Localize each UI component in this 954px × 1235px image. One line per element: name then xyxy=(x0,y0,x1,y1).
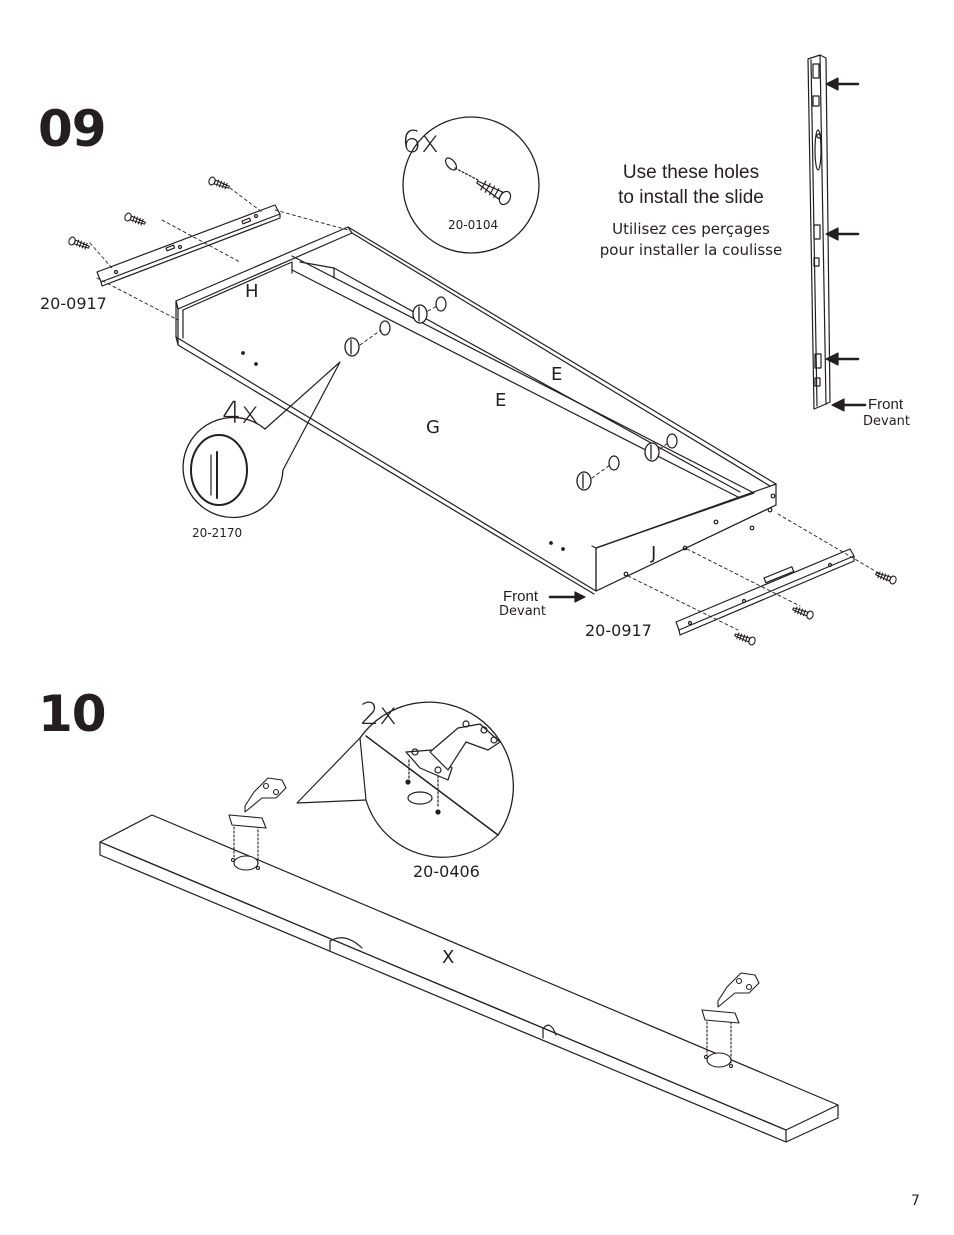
left-slide-drawing xyxy=(96,204,281,287)
note-fr-line2: pour installer la coulisse xyxy=(599,241,783,259)
panel-label-j: J xyxy=(651,543,657,564)
panel-label-e-lower: E xyxy=(495,390,507,411)
rail-diagram xyxy=(807,54,831,410)
cam-part-number: 20-2170 xyxy=(192,526,243,540)
cam-callout xyxy=(182,361,341,519)
rail-arrows xyxy=(825,77,867,412)
hinge-right xyxy=(701,972,760,1069)
panel-label-e-upper: E xyxy=(551,364,563,385)
screw-quantity: 6x xyxy=(402,125,439,160)
cam-quantity: 4x xyxy=(222,396,259,431)
panel-label-g: G xyxy=(426,417,440,438)
front-arrow-09 xyxy=(548,591,586,603)
devant-label-09: Devant xyxy=(499,604,547,619)
right-screws xyxy=(734,571,897,646)
hinge-left xyxy=(228,777,287,871)
note-en-line1: Use these holes xyxy=(622,162,760,183)
screw-part-number: 20-0104 xyxy=(448,218,499,232)
drawer-box-drawing xyxy=(175,226,777,595)
front-label-09: Front xyxy=(503,588,539,605)
panel-label-h: H xyxy=(245,281,259,302)
step-number-10: 10 xyxy=(38,685,107,743)
slide-part-number-right: 20-0917 xyxy=(585,621,652,640)
page-number: 7 xyxy=(911,1193,920,1209)
hinge-part-number: 20-0406 xyxy=(413,862,480,881)
rail-devant-label: Devant xyxy=(863,414,911,429)
right-slide-drawing xyxy=(675,548,855,636)
hinge-quantity: 2x xyxy=(360,697,397,732)
note-en-line2: to install the slide xyxy=(618,187,764,208)
slide-hole-note-en: Use these holes to install the slide xyxy=(580,160,802,210)
slide-hole-note-fr: Utilisez ces perçages pour installer la … xyxy=(580,219,802,261)
slide-part-number-left: 20-0917 xyxy=(40,294,107,313)
panel-label-x: X xyxy=(442,947,455,968)
step-number-09: 09 xyxy=(38,100,107,158)
rail-front-label: Front xyxy=(868,396,904,413)
hinge-callout xyxy=(296,701,514,858)
note-fr-line1: Utilisez ces perçages xyxy=(612,220,770,238)
door-panel-drawing xyxy=(99,814,839,1143)
screw-callout xyxy=(402,116,540,254)
left-screws xyxy=(68,176,230,250)
cam-locks xyxy=(344,304,660,491)
